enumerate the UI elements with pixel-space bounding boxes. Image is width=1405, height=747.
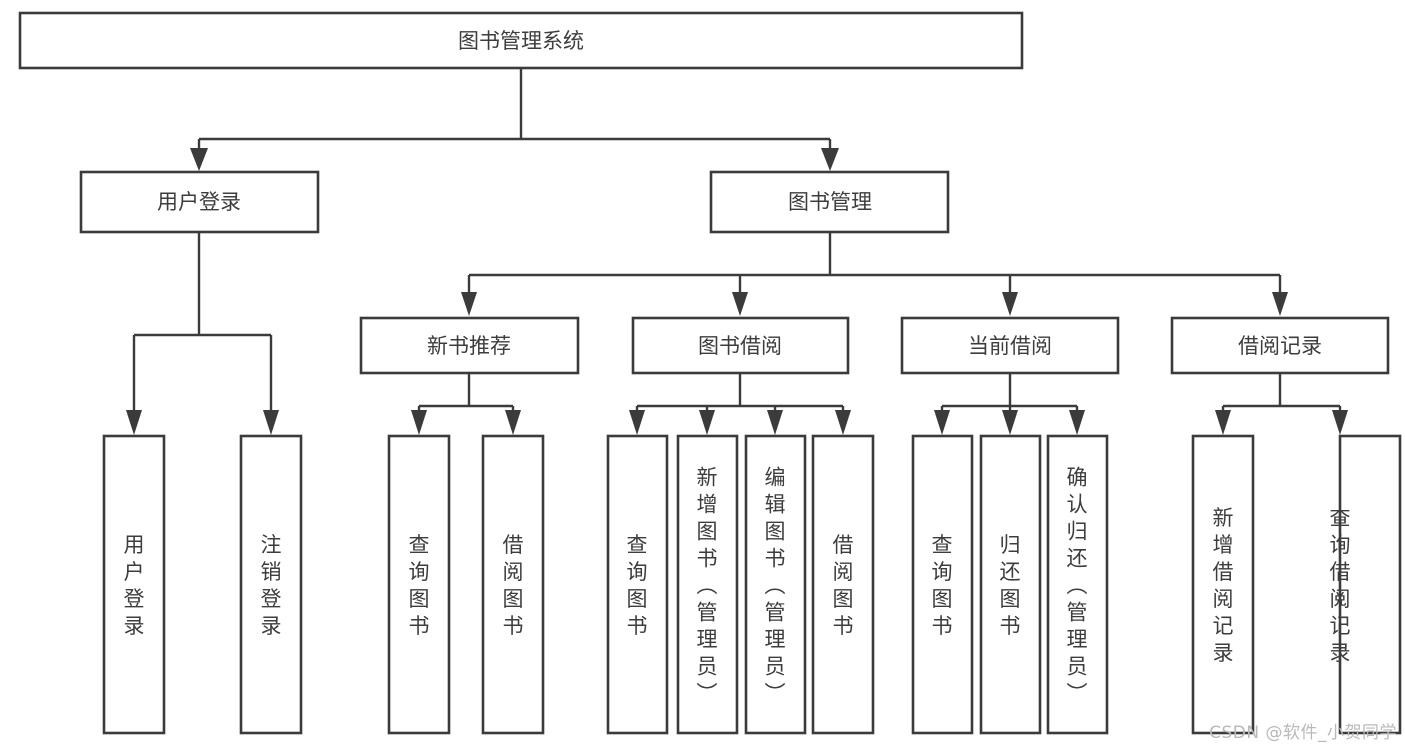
node-leaf-add-borrow-record[interactable]: 新增借阅记录 (1191, 434, 1255, 735)
node-leaf-logout[interactable]: 注销登录 (239, 434, 303, 735)
arrow-borrow-record (1272, 292, 1288, 316)
node-leaf-user-login-box[interactable] (102, 434, 166, 735)
edge-group (126, 68, 1348, 435)
arrow-new-book-recommend (461, 292, 477, 316)
node-leaf-return-book-box[interactable] (979, 434, 1042, 735)
node-leaf-query-book-box[interactable] (606, 434, 669, 735)
node-leaf-add-borrow-record-label: 新增借阅记录 (1213, 506, 1234, 665)
node-leaf-query-book-recommend-label: 查询图书 (409, 533, 430, 638)
node-leaf-borrow-book-recommend-label: 借阅图书 (503, 533, 524, 638)
node-leaf-borrow-book-recommend[interactable]: 借阅图书 (481, 434, 545, 735)
node-leaf-borrow-book-label: 借阅图书 (833, 533, 854, 638)
node-leaf-logout-label: 注销登录 (261, 533, 282, 638)
node-leaf-user-login-label: 用户登录 (124, 533, 145, 638)
node-new-book-recommend-label: 新书推荐 (427, 334, 511, 358)
node-leaf-edit-book-label: 编辑图书︵管理员︶ (765, 466, 786, 706)
node-borrow-record-label: 借阅记录 (1238, 334, 1322, 358)
arrow-leaf-return-book (1002, 410, 1018, 435)
arrow-to-user-login (190, 148, 208, 171)
node-root-box[interactable] (18, 11, 1024, 70)
arrow-current-borrow (1002, 292, 1018, 316)
arrow-book-borrow (732, 292, 748, 316)
node-leaf-edit-book-box[interactable] (744, 434, 807, 735)
node-current-borrow-label: 当前借阅 (968, 334, 1052, 358)
node-leaf-user-login[interactable]: 用户登录 (102, 434, 166, 735)
node-root[interactable]: 图书管理系统 (18, 11, 1024, 70)
node-leaf-add-book[interactable]: 新增图书︵管理员︶ (676, 434, 739, 735)
arrow-leaf-query-borrow-record (1332, 410, 1348, 435)
node-user-login-box[interactable] (79, 170, 320, 234)
node-leaf-query-borrow-record-box[interactable] (1338, 434, 1402, 735)
arrow-leaf-borrow-book (835, 410, 851, 435)
node-book-borrow-box[interactable] (631, 316, 850, 375)
node-leaf-logout-box[interactable] (239, 434, 303, 735)
arrow-leaf-logout (263, 410, 279, 435)
arrow-leaf-borrow-book-recommend (505, 410, 521, 435)
csdn-watermark: CSDN @软件_小贺同学 (1209, 723, 1397, 743)
node-new-book-recommend-box[interactable] (359, 316, 580, 375)
node-leaf-query-book-current-box[interactable] (911, 434, 974, 735)
arrow-leaf-query-book-current (934, 410, 950, 435)
node-leaf-confirm-return-label: 确认归还︵管理员︶ (1067, 466, 1088, 706)
node-borrow-record-box[interactable] (1170, 316, 1390, 375)
node-leaf-query-borrow-record[interactable]: 查询借阅记录 (1330, 434, 1402, 735)
node-leaf-query-book-recommend-box[interactable] (387, 434, 451, 735)
leaf-nodes-group: 用户登录 注销登录 查询图书 借阅图书 查询图书 新增图书︵管理员︶ (102, 434, 1402, 735)
node-book-manage[interactable]: 图书管理 (709, 170, 950, 234)
node-leaf-return-book-label: 归还图书 (1000, 533, 1021, 638)
node-leaf-add-borrow-record-box[interactable] (1191, 434, 1255, 735)
arrow-to-book-manage (821, 148, 839, 171)
node-root-label: 图书管理系统 (458, 29, 584, 53)
node-leaf-add-book-box[interactable] (676, 434, 739, 735)
node-book-borrow-label: 图书借阅 (698, 334, 782, 358)
node-current-borrow[interactable]: 当前借阅 (900, 316, 1120, 375)
arrow-leaf-edit-book (767, 410, 783, 435)
node-leaf-query-book[interactable]: 查询图书 (606, 434, 669, 735)
node-new-book-recommend[interactable]: 新书推荐 (359, 316, 580, 375)
node-current-borrow-box[interactable] (900, 316, 1120, 375)
node-book-borrow[interactable]: 图书借阅 (631, 316, 850, 375)
node-leaf-confirm-return[interactable]: 确认归还︵管理员︶ (1046, 434, 1109, 735)
arrow-leaf-add-book (699, 410, 715, 435)
node-leaf-add-book-label: 新增图书︵管理员︶ (697, 466, 718, 706)
node-user-login-label: 用户登录 (157, 190, 241, 214)
node-leaf-return-book[interactable]: 归还图书 (979, 434, 1042, 735)
arrow-leaf-confirm-return (1069, 410, 1085, 435)
node-leaf-query-book-current[interactable]: 查询图书 (911, 434, 974, 735)
node-book-manage-box[interactable] (709, 170, 950, 234)
arrow-leaf-query-book-recommend (411, 410, 427, 435)
arrow-leaf-user-login (126, 410, 142, 435)
node-leaf-query-book-recommend[interactable]: 查询图书 (387, 434, 451, 735)
node-leaf-borrow-book-recommend-box[interactable] (481, 434, 545, 735)
node-borrow-record[interactable]: 借阅记录 (1170, 316, 1390, 375)
node-leaf-edit-book[interactable]: 编辑图书︵管理员︶ (744, 434, 807, 735)
arrow-leaf-add-borrow-record (1215, 410, 1231, 435)
node-user-login[interactable]: 用户登录 (79, 170, 320, 234)
node-leaf-query-borrow-record-label: 查询借阅记录 (1330, 506, 1351, 665)
node-leaf-borrow-book[interactable]: 借阅图书 (811, 434, 875, 735)
node-leaf-query-book-current-label: 查询图书 (932, 533, 953, 638)
arrow-leaf-query-book (629, 410, 645, 435)
node-leaf-borrow-book-box[interactable] (811, 434, 875, 735)
node-leaf-query-book-label: 查询图书 (627, 533, 648, 638)
node-book-manage-label: 图书管理 (788, 190, 872, 214)
node-leaf-confirm-return-box[interactable] (1046, 434, 1109, 735)
